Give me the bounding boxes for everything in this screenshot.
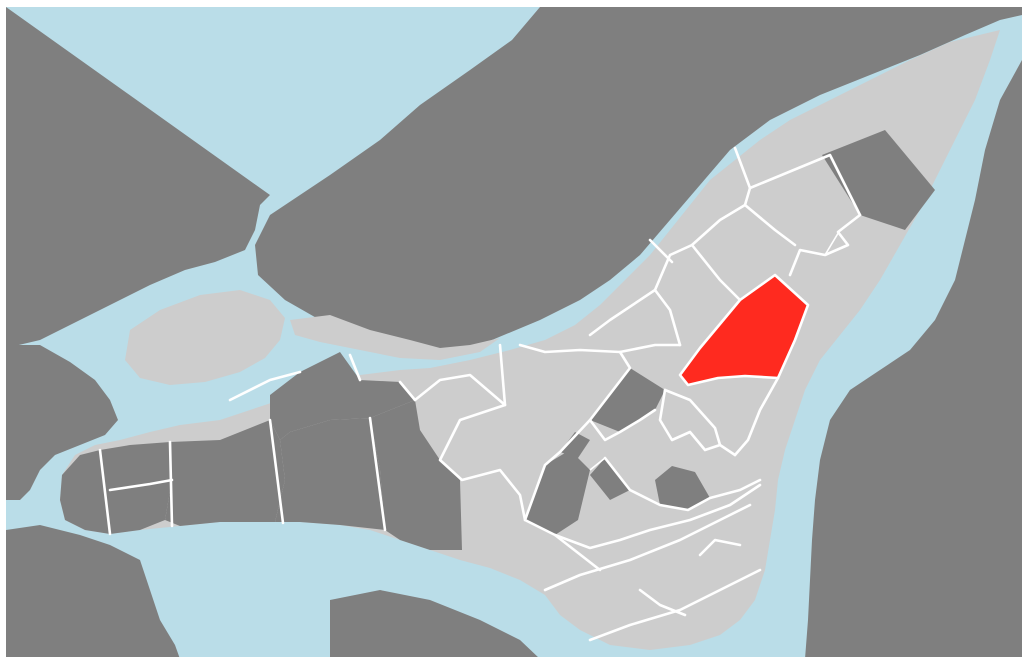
municipality-west-2 bbox=[165, 420, 285, 526]
north-island-strip bbox=[290, 315, 500, 360]
municipality-central-5 bbox=[560, 432, 590, 458]
east-shore-land bbox=[805, 60, 1022, 659]
municipality-central-1 bbox=[590, 368, 665, 432]
south-shore-land-east bbox=[330, 590, 540, 659]
west-island bbox=[125, 290, 285, 385]
municipality-west-4 bbox=[275, 418, 385, 530]
west-mainland bbox=[6, 7, 270, 348]
municipality-central-3 bbox=[590, 458, 630, 500]
highlighted-district bbox=[678, 273, 810, 387]
municipality-west-3 bbox=[270, 352, 415, 440]
municipality-northeast bbox=[822, 130, 935, 230]
north-shore-land bbox=[6, 7, 1022, 352]
municipality-central-2 bbox=[525, 450, 590, 535]
municipality-west-5 bbox=[370, 400, 462, 550]
district-borders bbox=[98, 146, 862, 642]
municipality-central-4 bbox=[655, 466, 710, 510]
south-shore-land bbox=[6, 525, 180, 659]
west-shore-strip bbox=[6, 345, 118, 500]
